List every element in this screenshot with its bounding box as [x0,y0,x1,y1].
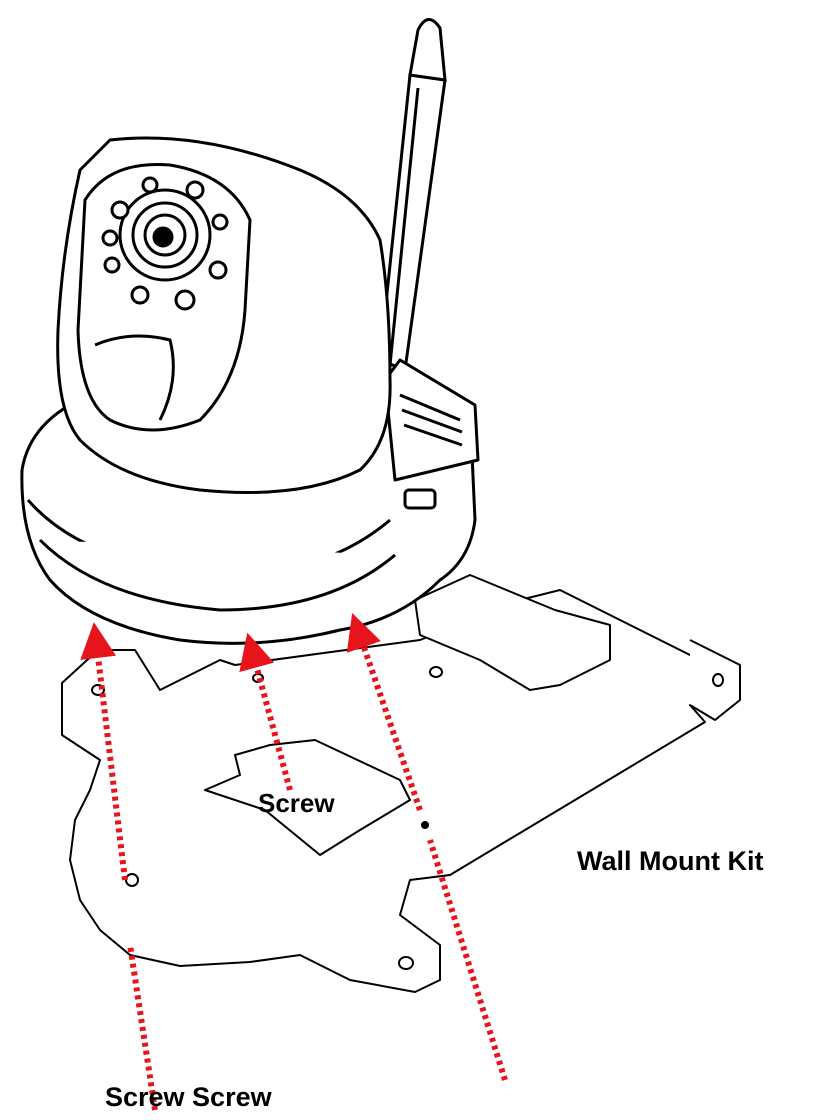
wall-mount-kit-label: Wall Mount Kit [577,846,764,876]
screw-label-middle: Screw [258,788,335,818]
screw-label-bottom: Screw Screw [105,1082,272,1112]
screw-arrow-icon [80,612,508,1111]
camera-icon [20,136,480,645]
wall-mount-plate-icon [61,574,741,993]
